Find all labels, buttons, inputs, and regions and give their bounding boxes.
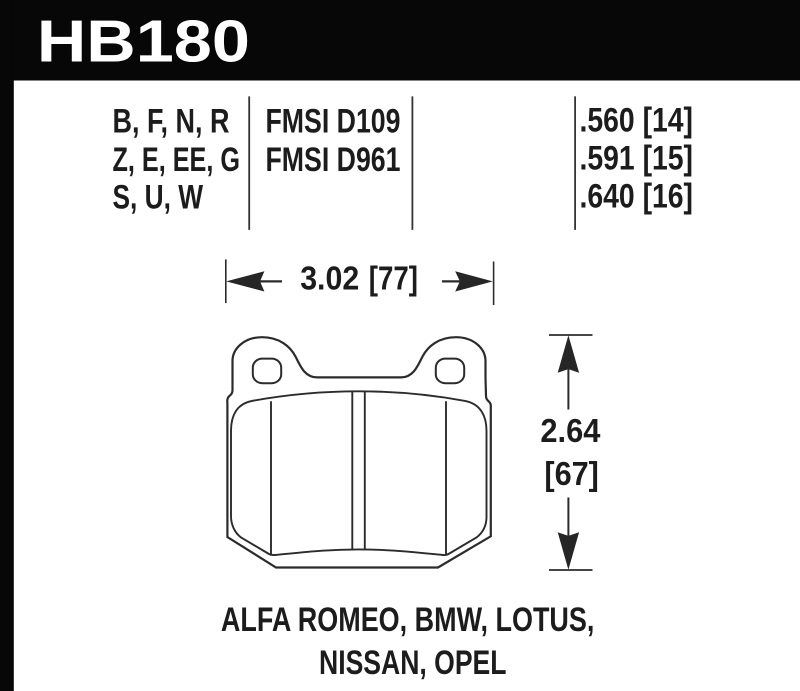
svg-text:2.64: 2.64: [540, 412, 601, 449]
svg-text:.560 [14]: .560 [14]: [580, 101, 694, 139]
svg-text:NISSAN, OPEL: NISSAN, OPEL: [319, 644, 507, 682]
svg-text:3.02: 3.02: [300, 261, 359, 298]
svg-text:.591 [15]: .591 [15]: [580, 140, 694, 178]
svg-text:[67]: [67]: [544, 455, 599, 492]
svg-text:S, U, W: S, U, W: [113, 179, 204, 217]
svg-text:FMSI D109: FMSI D109: [266, 103, 401, 141]
svg-text:HB180: HB180: [37, 8, 250, 75]
svg-text:[77]: [77]: [369, 259, 418, 296]
svg-text:B, F, N, R: B, F, N, R: [113, 103, 230, 141]
svg-text:FMSI D961: FMSI D961: [266, 141, 401, 179]
svg-text:.640 [16]: .640 [16]: [580, 177, 694, 215]
svg-text:Z, E, EE, G: Z, E, EE, G: [113, 141, 241, 179]
svg-text:ALFA ROMEO, BMW, LOTUS,: ALFA ROMEO, BMW, LOTUS,: [221, 601, 595, 639]
